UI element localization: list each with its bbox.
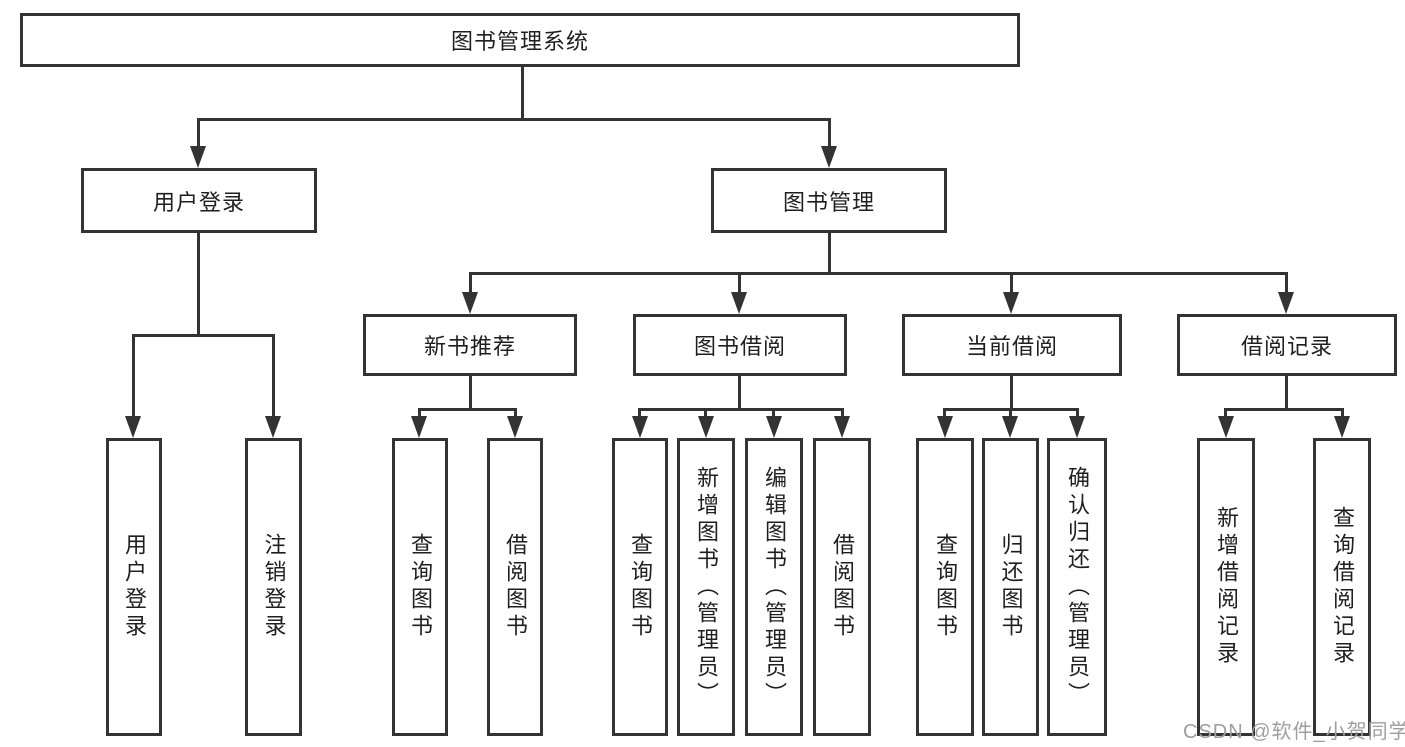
- leaf-edit-books-admin: 编辑图书（管理员）: [745, 438, 803, 736]
- leaf-confirm-return-admin-label: 确认归还（管理员）: [1065, 465, 1090, 709]
- connector-line: [469, 272, 472, 296]
- arrow-down-icon: [1218, 416, 1234, 438]
- leaf-query-books-current: 查询图书: [916, 438, 974, 736]
- node-book-management: 图书管理: [711, 168, 947, 233]
- leaf-query-borrow-record: 查询借阅记录: [1313, 438, 1371, 736]
- connector-line: [828, 118, 831, 150]
- leaf-add-borrow-record-label: 新增借阅记录: [1214, 506, 1239, 668]
- arrow-down-icon: [190, 146, 206, 168]
- leaf-borrow-books-recommend-label: 借阅图书: [503, 533, 528, 641]
- arrow-down-icon: [937, 416, 953, 438]
- connector-line: [1224, 408, 1344, 411]
- leaf-add-books-admin-label: 新增图书（管理员）: [694, 465, 719, 709]
- connector-line: [132, 334, 275, 337]
- leaf-query-books-recommend-label: 查询图书: [408, 533, 433, 641]
- arrow-down-icon: [411, 416, 427, 438]
- node-borrow-record-label: 借阅记录: [1240, 334, 1333, 359]
- connector-line: [469, 272, 1288, 275]
- leaf-logout-label: 注销登录: [261, 533, 287, 641]
- leaf-return-books: 归还图书: [982, 438, 1039, 736]
- node-root-label: 图书管理系统: [450, 29, 589, 54]
- leaf-query-books-recommend: 查询图书: [392, 438, 448, 736]
- node-new-book-recommend: 新书推荐: [363, 314, 577, 376]
- arrow-down-icon: [1003, 292, 1019, 314]
- connector-line: [638, 408, 844, 411]
- leaf-borrow-books-label: 借阅图书: [830, 533, 855, 641]
- node-user-login-label: 用户登录: [152, 189, 245, 215]
- connector-line: [1224, 408, 1227, 420]
- connector-line: [772, 408, 775, 420]
- leaf-user-login: 用户登录: [106, 438, 162, 736]
- node-new-book-recommend-label: 新书推荐: [423, 334, 516, 359]
- node-book-borrow-label: 图书借阅: [693, 334, 786, 359]
- leaf-confirm-return-admin: 确认归还（管理员）: [1047, 438, 1107, 736]
- arrow-down-icon: [1334, 416, 1350, 438]
- arrow-down-icon: [462, 292, 478, 314]
- connector-line: [638, 408, 641, 420]
- connector-line: [197, 118, 200, 150]
- connector-line: [704, 408, 707, 420]
- leaf-logout: 注销登录: [245, 438, 302, 736]
- connector-line: [272, 334, 275, 422]
- arrow-down-icon: [834, 416, 850, 438]
- arrow-down-icon: [1069, 416, 1085, 438]
- leaf-add-borrow-record: 新增借阅记录: [1197, 438, 1255, 736]
- connector-line: [418, 408, 517, 411]
- csdn-watermark: CSDN @软件_小贺同学: [1183, 721, 1405, 743]
- node-user-login: 用户登录: [81, 168, 317, 233]
- arrow-down-icon: [507, 416, 523, 438]
- node-current-borrow-label: 当前借阅: [965, 334, 1058, 359]
- leaf-return-books-label: 归还图书: [998, 533, 1024, 641]
- node-book-borrow: 图书借阅: [633, 314, 847, 376]
- leaf-query-books-current-label: 查询图书: [933, 533, 958, 641]
- connector-line: [197, 118, 831, 121]
- arrow-down-icon: [731, 292, 747, 314]
- connector-line: [1285, 272, 1288, 296]
- arrow-down-icon: [125, 416, 141, 438]
- connector-line: [197, 233, 200, 337]
- leaf-query-books-borrow-label: 查询图书: [628, 533, 653, 641]
- arrow-down-icon: [1002, 416, 1018, 438]
- connector-line: [828, 233, 831, 275]
- node-root: 图书管理系统: [20, 13, 1020, 67]
- arrow-down-icon: [632, 416, 648, 438]
- leaf-edit-books-admin-label: 编辑图书（管理员）: [762, 465, 787, 709]
- node-borrow-record: 借阅记录: [1177, 314, 1397, 376]
- connector-line: [738, 376, 741, 411]
- connector-line: [1010, 272, 1013, 296]
- connector-line: [1285, 376, 1288, 411]
- connector-line: [521, 67, 524, 120]
- connector-line: [1010, 376, 1013, 411]
- connector-line: [1341, 408, 1344, 420]
- leaf-borrow-books: 借阅图书: [813, 438, 871, 736]
- node-current-borrow: 当前借阅: [902, 314, 1122, 376]
- connector-line: [1076, 408, 1079, 420]
- arrow-down-icon: [698, 416, 714, 438]
- leaf-add-books-admin: 新增图书（管理员）: [677, 438, 735, 736]
- leaf-borrow-books-recommend: 借阅图书: [487, 438, 543, 736]
- leaf-query-borrow-record-label: 查询借阅记录: [1330, 506, 1355, 668]
- arrow-down-icon: [265, 416, 281, 438]
- node-book-management-label: 图书管理: [782, 189, 875, 215]
- connector-line: [841, 408, 844, 420]
- connector-line: [1009, 408, 1012, 420]
- leaf-user-login-label: 用户登录: [122, 533, 147, 641]
- arrow-down-icon: [1278, 292, 1294, 314]
- arrow-down-icon: [821, 146, 837, 168]
- connector-line: [943, 408, 946, 420]
- connector-line: [418, 408, 421, 420]
- connector-line: [469, 376, 472, 411]
- connector-line: [132, 334, 135, 422]
- leaf-query-books-borrow: 查询图书: [612, 438, 668, 736]
- connector-line: [738, 272, 741, 296]
- connector-line: [514, 408, 517, 420]
- arrow-down-icon: [766, 416, 782, 438]
